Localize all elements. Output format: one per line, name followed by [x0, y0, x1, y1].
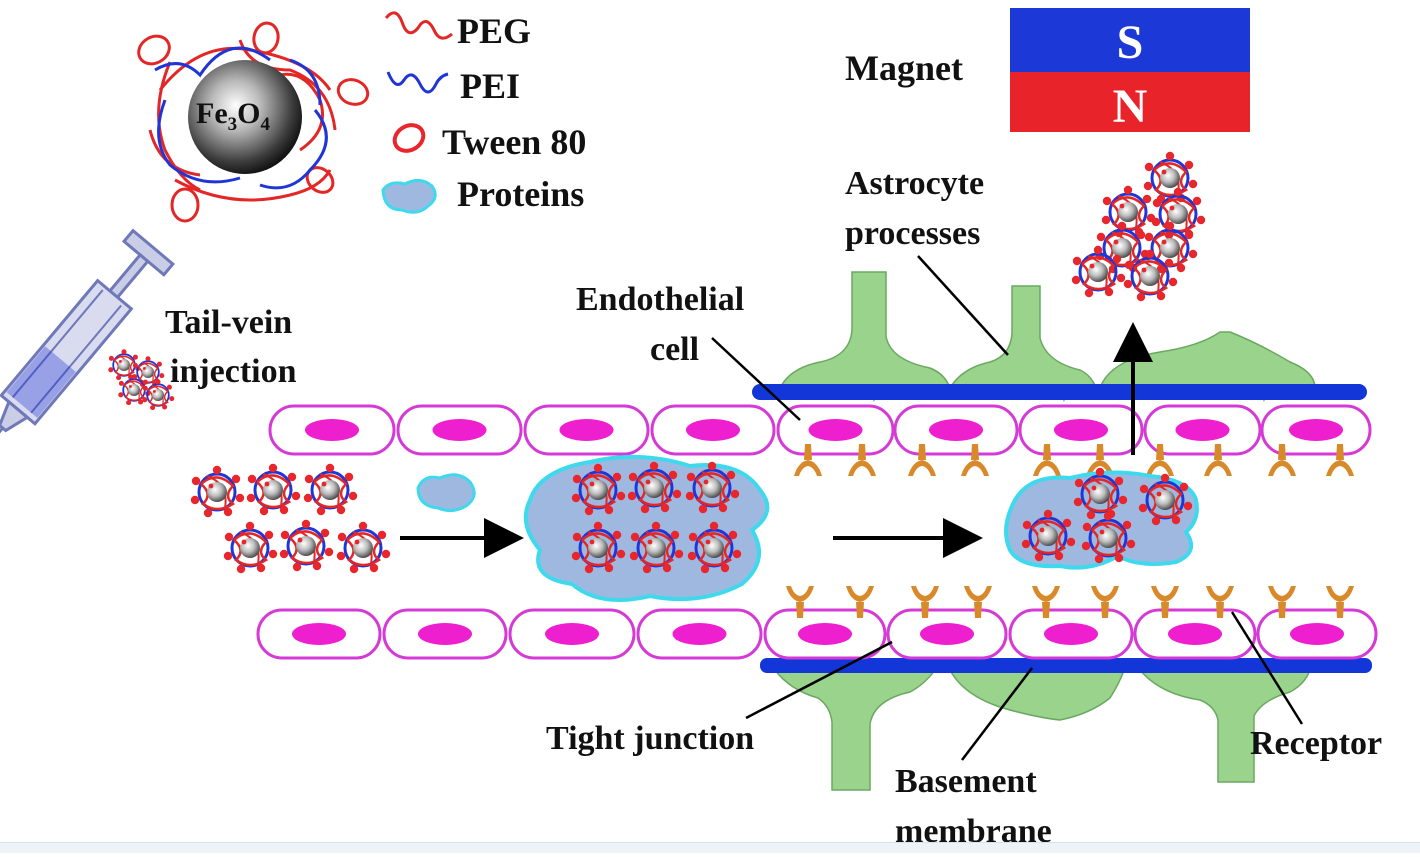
basement-membrane-bottom: [760, 658, 1372, 673]
endothelial-label-line1: Endothelial: [576, 281, 744, 318]
protein-legend-icon: [381, 179, 437, 214]
magnet-north-letter: N: [1113, 80, 1148, 133]
receptor-leader-line: [1230, 611, 1304, 725]
endothelial-cell-top-9: [1260, 404, 1372, 456]
endothelial-cell-top-3: [523, 404, 650, 456]
endothelial-cells-bottom: [256, 608, 1378, 660]
endothelial-cell-bottom-8: [1133, 608, 1257, 660]
endothelial-cell-bottom-6: [886, 608, 1008, 660]
pei-legend-label: PEI: [460, 66, 520, 106]
magnet-north-pole: [1010, 72, 1250, 132]
astrocyte-top: [778, 271, 1316, 402]
endothelial-cell-bottom-2: [382, 608, 508, 660]
receptor-label: Receptor: [1250, 725, 1382, 762]
magnet-south-pole: [1010, 8, 1250, 72]
basement-label-line1: Basement: [895, 763, 1037, 800]
endothelial-leader-line: [711, 337, 801, 421]
magnet-label: Magnet: [845, 48, 963, 88]
free-nanoparticles: [189, 462, 392, 575]
endothelial-cell-bottom-1: [256, 608, 382, 660]
astrocyte-label-line2: processes: [845, 215, 980, 252]
endothelial-cell-top-5: [776, 404, 895, 456]
endothelial-cell-top-1: [268, 404, 396, 456]
endothelial-cell-top-8: [1143, 404, 1262, 456]
endothelial-cell-top-7: [1018, 404, 1144, 456]
astrocyte-bottom: [773, 669, 1312, 791]
endothelial-label-line2: cell: [650, 331, 699, 368]
tight-junction-label: Tight junction: [546, 720, 754, 757]
syringe-particles-icon: [107, 348, 176, 412]
aggregate-nanoparticles: [1070, 150, 1207, 303]
bottom-strip: [0, 842, 1420, 853]
basement-membrane-top: [752, 384, 1367, 400]
endothelial-cell-bottom-3: [508, 608, 636, 660]
endothelial-cells-top: [268, 404, 1372, 456]
astrocyte-label-line1: Astrocyte: [845, 165, 984, 202]
pei-legend-icon: [386, 71, 449, 94]
endothelial-cell-bottom-5: [763, 608, 887, 660]
tween-legend-icon: [392, 123, 426, 153]
tween-legend-label: Tween 80: [442, 122, 586, 162]
endothelial-cell-bottom-9: [1256, 608, 1378, 660]
free-protein: [416, 473, 476, 513]
endothelial-cell-top-6: [893, 404, 1019, 456]
astrocyte-leader-line: [917, 255, 1009, 356]
magnet-south-letter: S: [1117, 16, 1144, 69]
endothelial-cell-bottom-4: [636, 608, 763, 660]
endothelial-cell-bottom-7: [1008, 608, 1134, 660]
injection-label-line1: Tail-vein: [165, 304, 292, 341]
endothelial-cell-top-4: [650, 404, 776, 456]
basement-leader-line: [961, 667, 1033, 761]
peg-legend-icon: [384, 11, 453, 40]
peg-legend-label: PEG: [457, 11, 531, 51]
syringe-icon: [0, 228, 175, 483]
proteins-legend-label: Proteins: [457, 174, 584, 214]
injection-label-line2: injection: [170, 353, 297, 390]
nanoparticle-legend-icon: [137, 21, 370, 223]
core-label: Fe3O4: [196, 97, 270, 135]
tight-junction-leader-line: [745, 640, 893, 720]
endothelial-cell-top-2: [396, 404, 523, 456]
